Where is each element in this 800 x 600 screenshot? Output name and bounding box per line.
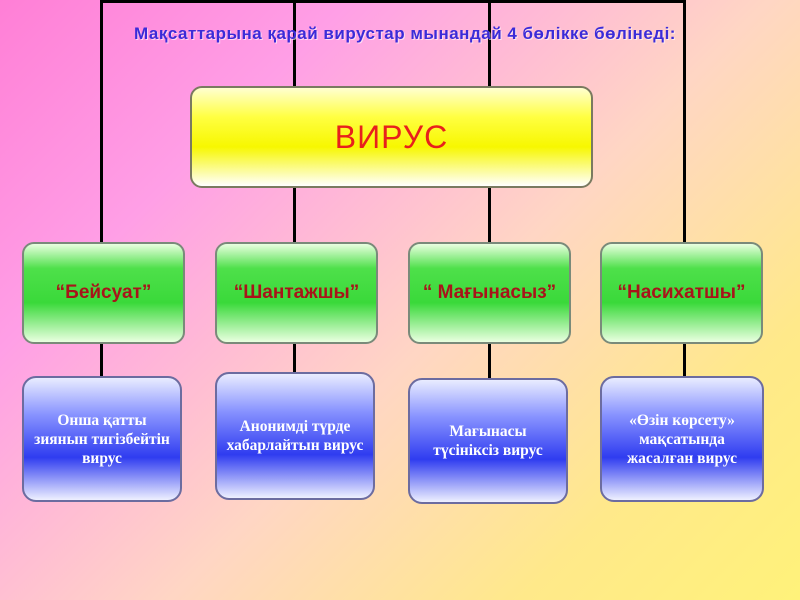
category-label: “Насихатшы” xyxy=(617,282,746,303)
connector-cat-desc-2 xyxy=(293,344,296,372)
category-node-magynasyz: “ Мағынасыз” xyxy=(408,242,571,344)
category-label: “ Мағынасыз” xyxy=(422,282,557,303)
description-text: Мағынасы түсініксіз вирус xyxy=(433,423,543,459)
category-label: “Шантажшы” xyxy=(233,282,360,303)
connector-vertical-4 xyxy=(683,0,686,242)
connector-cat-desc-4 xyxy=(683,344,686,376)
category-node-nasikhatshy: “Насихатшы” xyxy=(600,242,763,344)
connector-cat-desc-3 xyxy=(488,344,491,378)
description-text: Онша қатты зиянын тигізбейтін вирус xyxy=(34,411,170,467)
connector-top-horizontal xyxy=(100,0,686,3)
category-node-beisuat: “Бейсуат” xyxy=(22,242,185,344)
description-node-4: «Өзін көрсету» мақсатында жасалған вирус xyxy=(600,376,764,502)
description-text: Анонимді түрде хабарлайтын вирус xyxy=(226,418,364,454)
description-text: «Өзін көрсету» мақсатында жасалған вирус xyxy=(626,411,738,467)
description-node-1: Онша қатты зиянын тигізбейтін вирус xyxy=(22,376,182,502)
connector-cat-desc-1 xyxy=(100,344,103,376)
slide-title: Мақсаттарына қарай вирустар мынандай 4 б… xyxy=(134,24,676,43)
category-label: “Бейсуат” xyxy=(55,282,152,303)
connector-vertical-1 xyxy=(100,0,103,242)
root-node-virus: ВИРУС xyxy=(190,86,593,188)
category-node-shantazhshy: “Шантажшы” xyxy=(215,242,378,344)
description-node-3: Мағынасы түсініксіз вирус xyxy=(408,378,568,504)
description-node-2: Анонимді түрде хабарлайтын вирус xyxy=(215,372,375,500)
